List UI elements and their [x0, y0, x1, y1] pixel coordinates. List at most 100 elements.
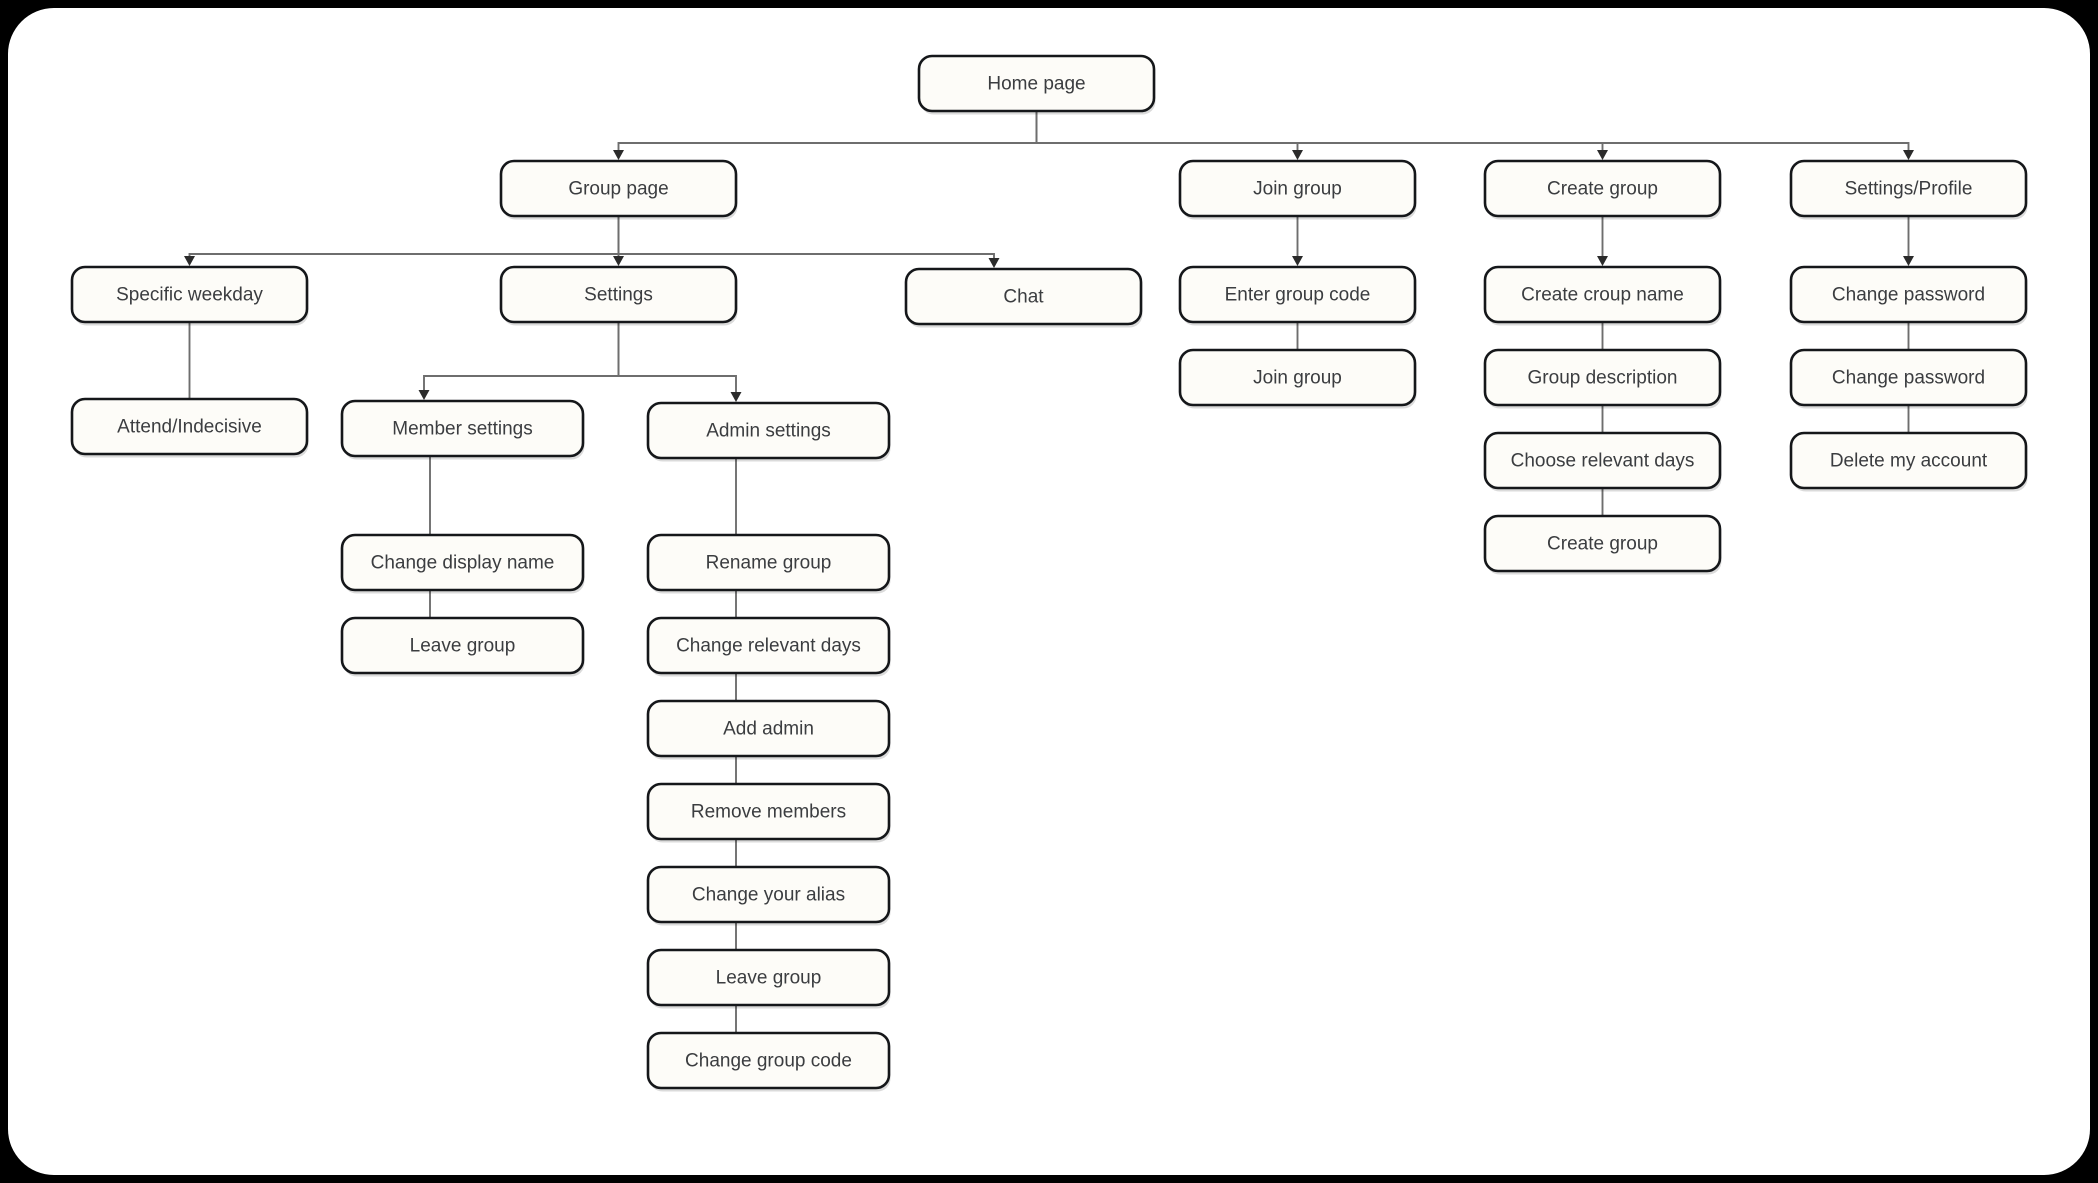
node-box[interactable] [340, 533, 585, 592]
node-box[interactable] [646, 401, 891, 460]
node-label: Change your alias [692, 885, 845, 906]
node-label: Delete my account [1830, 451, 1988, 472]
node-box[interactable] [917, 54, 1156, 113]
node-label: Settings/Profile [1845, 179, 1973, 200]
node-label: Chat [1003, 287, 1044, 308]
edge-create-group-to-create-name [1597, 216, 1608, 266]
edge-settings-to-admin-settings [617, 322, 742, 402]
node-settings[interactable]: Settings [499, 265, 738, 326]
arrowhead-icon [613, 256, 624, 266]
node-label: Create group [1547, 179, 1658, 200]
node-choose-days[interactable]: Choose relevant days [1483, 431, 1722, 492]
edge-path [1035, 111, 1604, 151]
edge-settings-to-member-settings [418, 322, 620, 400]
node-box[interactable] [1178, 348, 1417, 407]
node-member-settings[interactable]: Member settings [340, 399, 585, 460]
node-label: Settings [584, 285, 653, 306]
node-attend[interactable]: Attend/Indecisive [70, 397, 309, 458]
node-change-display[interactable]: Change display name [340, 533, 585, 594]
node-box[interactable] [1789, 348, 2028, 407]
arrowhead-icon [1597, 256, 1608, 266]
node-box[interactable] [499, 159, 738, 218]
node-enter-code[interactable]: Enter group code [1178, 265, 1417, 326]
arrowhead-icon [988, 258, 1000, 268]
edge-path [1035, 111, 1910, 151]
arrowhead-icon [1903, 150, 1914, 160]
node-label: Leave group [410, 636, 516, 657]
node-remove-members[interactable]: Remove members [646, 782, 891, 843]
node-delete-acct[interactable]: Delete my account [1789, 431, 2028, 492]
node-leave-group-m[interactable]: Leave group [340, 616, 585, 677]
node-label: Change password [1832, 285, 1985, 306]
node-create-group[interactable]: Create group [1483, 159, 1722, 220]
node-box[interactable] [646, 616, 891, 675]
edges-layer [184, 111, 1914, 1032]
node-change-pw-1[interactable]: Change password [1789, 265, 2028, 326]
node-box[interactable] [646, 948, 891, 1007]
node-box[interactable] [70, 397, 309, 456]
node-box[interactable] [1483, 348, 1722, 407]
node-chat[interactable]: Chat [904, 267, 1143, 328]
arrowhead-icon [1903, 256, 1914, 266]
arrowhead-icon [184, 256, 195, 266]
node-box[interactable] [646, 1031, 891, 1090]
node-add-admin[interactable]: Add admin [646, 699, 891, 760]
node-join-group-2[interactable]: Join group [1178, 348, 1417, 409]
node-label: Specific weekday [116, 285, 263, 306]
arrowhead-icon [1292, 150, 1303, 160]
arrowhead-icon [730, 392, 742, 402]
node-specific-weekday[interactable]: Specific weekday [70, 265, 309, 326]
node-group-desc[interactable]: Group description [1483, 348, 1722, 409]
node-label: Change relevant days [676, 636, 861, 657]
node-label: Change group code [685, 1051, 852, 1072]
node-home[interactable]: Home page [917, 54, 1156, 115]
node-change-pw-2[interactable]: Change password [1789, 348, 2028, 409]
node-box[interactable] [1483, 431, 1722, 490]
edge-home-to-settings-prof [1035, 111, 1914, 160]
edge-home-to-join-group [1035, 111, 1303, 160]
node-box[interactable] [1483, 265, 1722, 324]
node-admin-settings[interactable]: Admin settings [646, 401, 891, 462]
edge-home-to-group-page [613, 111, 1038, 160]
node-label: Group page [568, 179, 668, 200]
node-box[interactable] [70, 265, 309, 324]
node-box[interactable] [646, 533, 891, 592]
node-box[interactable] [1178, 265, 1417, 324]
node-create-name[interactable]: Create croup name [1483, 265, 1722, 326]
edge-settings-prof-to-change-pw-1 [1903, 216, 1914, 266]
node-label: Choose relevant days [1511, 451, 1695, 472]
node-box[interactable] [646, 699, 891, 758]
node-box[interactable] [1789, 265, 2028, 324]
node-box[interactable] [499, 265, 738, 324]
node-group-page[interactable]: Group page [499, 159, 738, 220]
node-settings-prof[interactable]: Settings/Profile [1789, 159, 2028, 220]
node-create-group-2[interactable]: Create group [1483, 514, 1722, 575]
node-box[interactable] [1483, 159, 1722, 218]
edge-group-page-to-chat [617, 216, 1000, 268]
node-box[interactable] [904, 267, 1143, 326]
node-leave-group-a[interactable]: Leave group [646, 948, 891, 1009]
node-box[interactable] [646, 782, 891, 841]
edge-path [617, 322, 737, 393]
edge-path [617, 216, 995, 259]
node-label: Group description [1528, 368, 1678, 389]
node-label: Leave group [716, 968, 822, 989]
node-label: Join group [1253, 368, 1342, 389]
node-box[interactable] [1789, 431, 2028, 490]
node-box[interactable] [340, 616, 585, 675]
node-box[interactable] [1178, 159, 1417, 218]
node-box[interactable] [1483, 514, 1722, 573]
node-change-code[interactable]: Change group code [646, 1031, 891, 1092]
edge-path [423, 322, 620, 391]
node-join-group[interactable]: Join group [1178, 159, 1417, 220]
edge-path [188, 216, 620, 257]
node-label: Rename group [706, 553, 832, 574]
node-box[interactable] [340, 399, 585, 458]
node-box[interactable] [1789, 159, 2028, 218]
node-change-rel-days[interactable]: Change relevant days [646, 616, 891, 677]
node-change-alias[interactable]: Change your alias [646, 865, 891, 926]
node-rename-group[interactable]: Rename group [646, 533, 891, 594]
node-box[interactable] [646, 865, 891, 924]
